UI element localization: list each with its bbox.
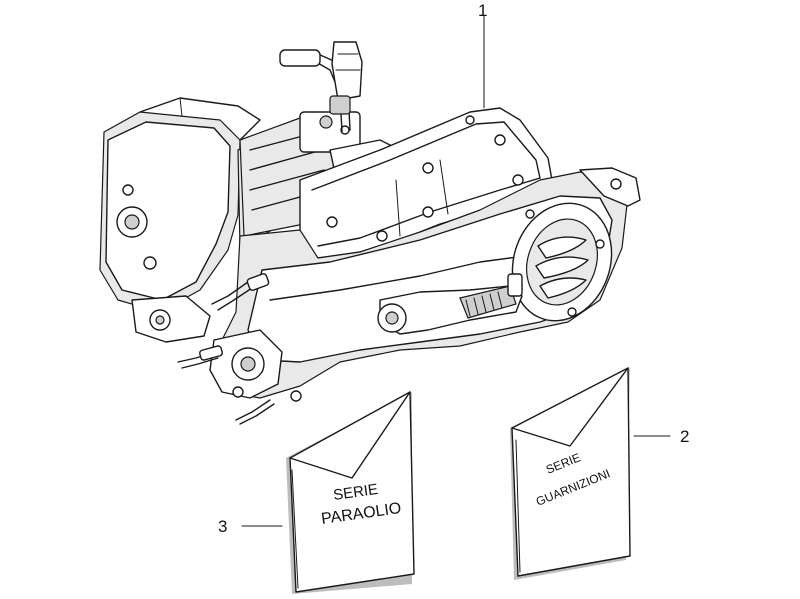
callout-3: 3 (218, 517, 283, 536)
engine-wires (177, 273, 275, 425)
callout-1: 1 (478, 1, 487, 20)
callout-2: 2 (633, 427, 689, 446)
callout-1-number: 1 (478, 1, 487, 20)
crankcase (131, 167, 641, 402)
cylinder-shroud (99, 97, 273, 313)
engine-assembly (99, 15, 641, 425)
callout-2-number: 2 (680, 427, 689, 446)
breather-pipe (279, 41, 363, 133)
paraolio-label-line1: SERIE (332, 481, 379, 504)
transmission-cover (299, 107, 553, 259)
oil-seal-kit-envelope: SERIE PARAOLIO (286, 391, 415, 594)
gasket-kit-envelope: SERIE GUARNIZIONI (510, 367, 631, 580)
callout-3-number: 3 (218, 517, 227, 536)
